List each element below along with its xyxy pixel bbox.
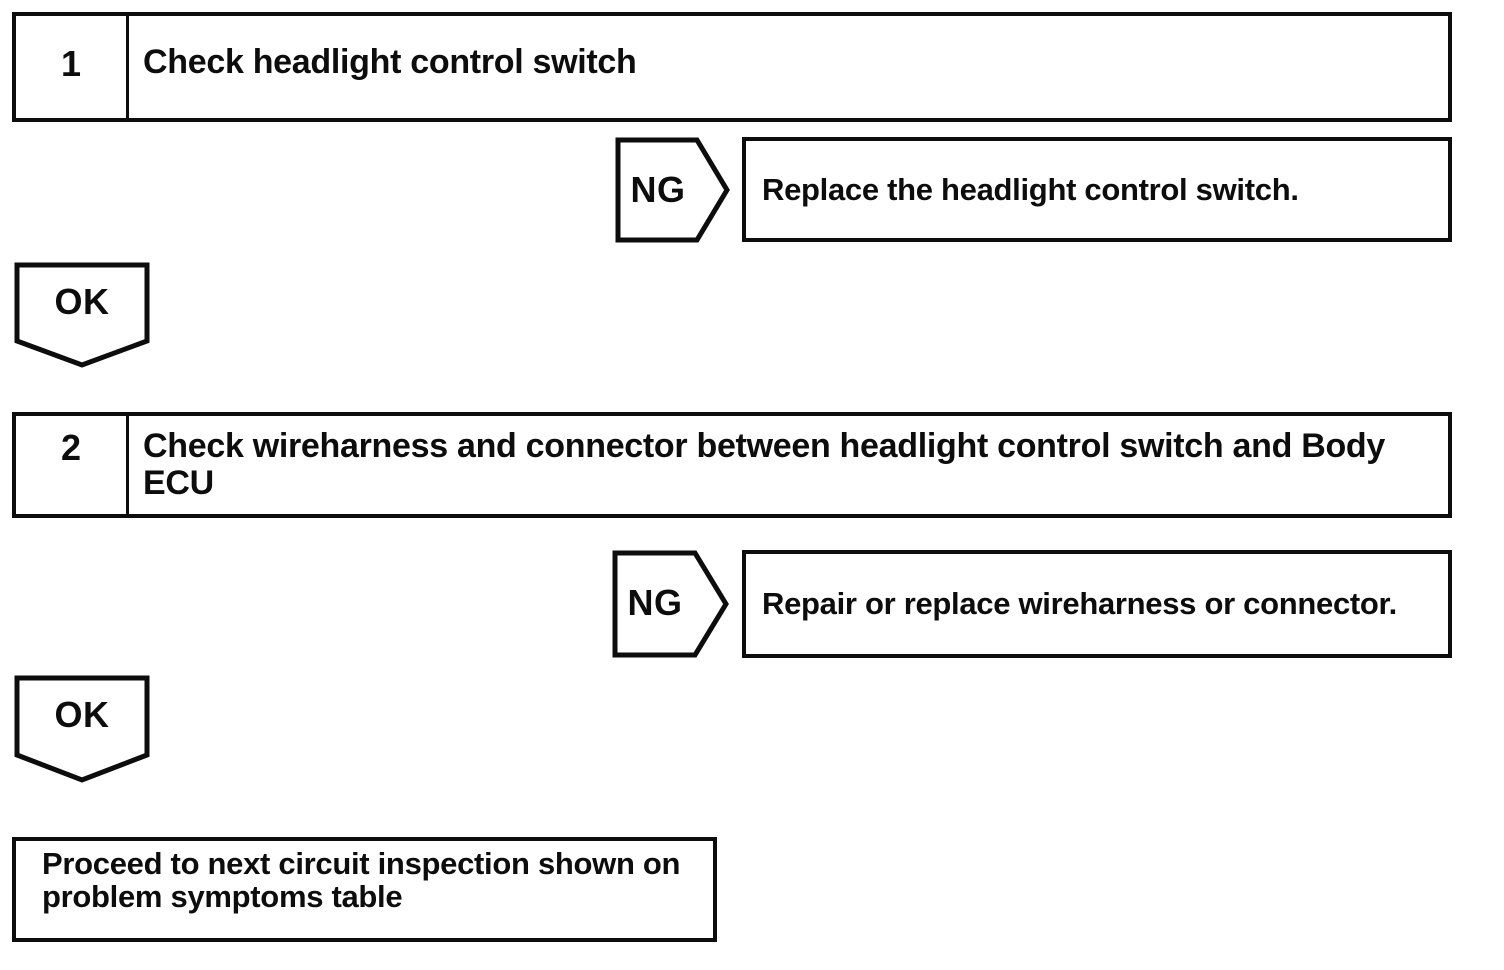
step-2-title: Check wireharness and connector between … bbox=[143, 427, 1386, 502]
step-2-number: 2 bbox=[60, 427, 82, 468]
step-1-ng-arrow: NG bbox=[615, 137, 731, 243]
step-2-box: 2 Check wireharness and connector betwee… bbox=[12, 412, 1452, 518]
ok-pennant-icon bbox=[14, 675, 150, 783]
step-1-ok-label: OK bbox=[54, 281, 110, 322]
step-2-ok-label: OK bbox=[54, 694, 110, 735]
step-2-ng-action-text: Repair or replace wireharness or connect… bbox=[762, 586, 1397, 621]
step-2-ok-arrow: OK bbox=[14, 675, 150, 783]
step-1-number-cell: 1 bbox=[16, 16, 129, 118]
step-2-number-cell: 2 bbox=[16, 416, 129, 514]
step-2-ng-label: NG bbox=[627, 582, 683, 623]
step-1-box: 1 Check headlight control switch bbox=[12, 12, 1452, 122]
step-1-title: Check headlight control switch bbox=[143, 43, 637, 81]
step-2-ng-arrow: NG bbox=[612, 550, 730, 658]
step-1-ng-action-text: Replace the headlight control switch. bbox=[762, 171, 1299, 207]
step-1-ng-label: NG bbox=[630, 169, 686, 210]
step-1-ng-action-box: Replace the headlight control switch. bbox=[742, 137, 1452, 242]
step-1-number: 1 bbox=[60, 43, 82, 84]
step-1-ok-arrow: OK bbox=[14, 262, 150, 368]
ng-pentagon-icon bbox=[615, 137, 730, 243]
step-2-ng-action-box: Repair or replace wireharness or connect… bbox=[742, 550, 1452, 658]
conclusion-text: Proceed to next circuit inspection shown… bbox=[42, 846, 681, 914]
conclusion-box: Proceed to next circuit inspection shown… bbox=[12, 837, 717, 942]
ok-pennant-icon bbox=[14, 262, 150, 368]
ng-pentagon-icon bbox=[612, 550, 729, 658]
